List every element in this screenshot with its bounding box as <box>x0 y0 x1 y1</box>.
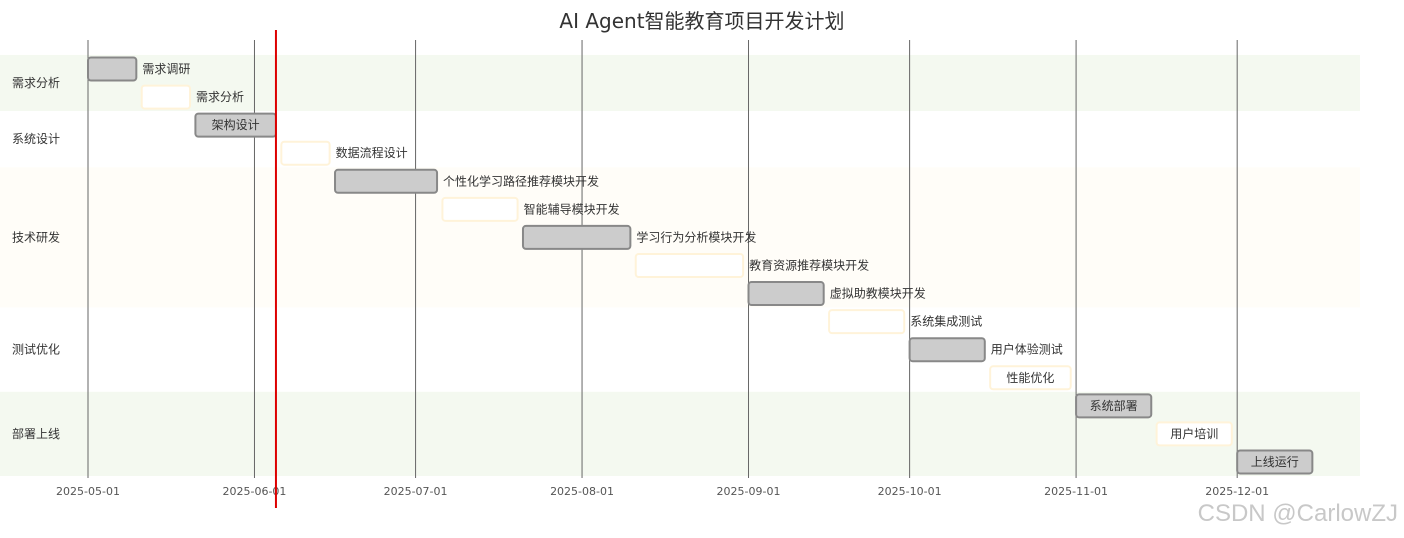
section-band-4 <box>0 307 1360 392</box>
section-label: 需求分析 <box>12 76 60 90</box>
task-bar <box>441 196 519 222</box>
section-band-3 <box>0 167 1360 308</box>
task-label: 性能优化 <box>1006 371 1054 385</box>
task-bar <box>828 309 906 335</box>
task-label: 上线运行 <box>1251 455 1299 469</box>
task-bar <box>1075 393 1153 419</box>
task-bar <box>908 337 986 363</box>
task-label: 个性化学习路径推荐模块开发 <box>443 173 599 188</box>
x-tick-label: 2025-10-01 <box>878 485 942 498</box>
task-bar <box>334 168 439 194</box>
task-label: 用户体验测试 <box>991 342 1063 357</box>
task-label: 虚拟助教模块开发 <box>830 286 926 301</box>
task-label: 用户培训 <box>1170 426 1218 441</box>
x-tick-label: 2025-06-01 <box>223 485 287 498</box>
section-label: 系统设计 <box>12 132 60 146</box>
task-label: 需求调研 <box>142 62 190 76</box>
x-axis-ticks: 2025-05-01 2025-06-01 2025-07-01 2025-08-01… <box>56 485 1269 498</box>
task-bar <box>1236 449 1314 475</box>
task-bar <box>1155 421 1233 447</box>
task-label: 学习行为分析模块开发 <box>636 229 756 244</box>
watermark-text: CSDN @CarlowZJ <box>1198 500 1398 527</box>
x-tick-label: 2025-11-01 <box>1044 485 1108 498</box>
task-label: 系统集成测试 <box>910 314 982 329</box>
section-backgrounds <box>0 54 1360 477</box>
section-label: 测试优化 <box>12 342 60 357</box>
task-bar <box>989 365 1072 391</box>
x-tick-label: 2025-12-01 <box>1205 485 1269 498</box>
task-label: 架构设计 <box>212 117 260 132</box>
section-label: 部署上线 <box>12 426 60 441</box>
task-label: 教育资源推荐模块开发 <box>749 257 869 272</box>
task-bar <box>747 281 825 307</box>
task-bar <box>87 56 138 82</box>
x-tick-label: 2025-09-01 <box>717 485 781 498</box>
task-bar <box>140 84 192 110</box>
section-band-1 <box>0 54 1360 112</box>
section-label: 技术研发 <box>12 229 60 244</box>
task-bars: 需求调研需求分析架构设计数据流程设计个性化学习路径推荐模块开发智能辅导模块开发学… <box>87 56 1314 475</box>
task-bar <box>634 252 745 278</box>
task-bar <box>280 140 331 166</box>
task-label: 智能辅导模块开发 <box>524 201 620 216</box>
x-tick-label: 2025-07-01 <box>384 485 448 498</box>
x-tick-label: 2025-05-01 <box>56 485 120 498</box>
chart-title: AI Agent智能教育项目开发计划 <box>559 9 844 33</box>
task-bar <box>521 224 632 250</box>
task-label: 数据流程设计 <box>336 145 408 160</box>
task-label: 系统部署 <box>1090 398 1138 413</box>
task-label: 需求分析 <box>196 90 244 104</box>
x-tick-label: 2025-08-01 <box>550 485 614 498</box>
